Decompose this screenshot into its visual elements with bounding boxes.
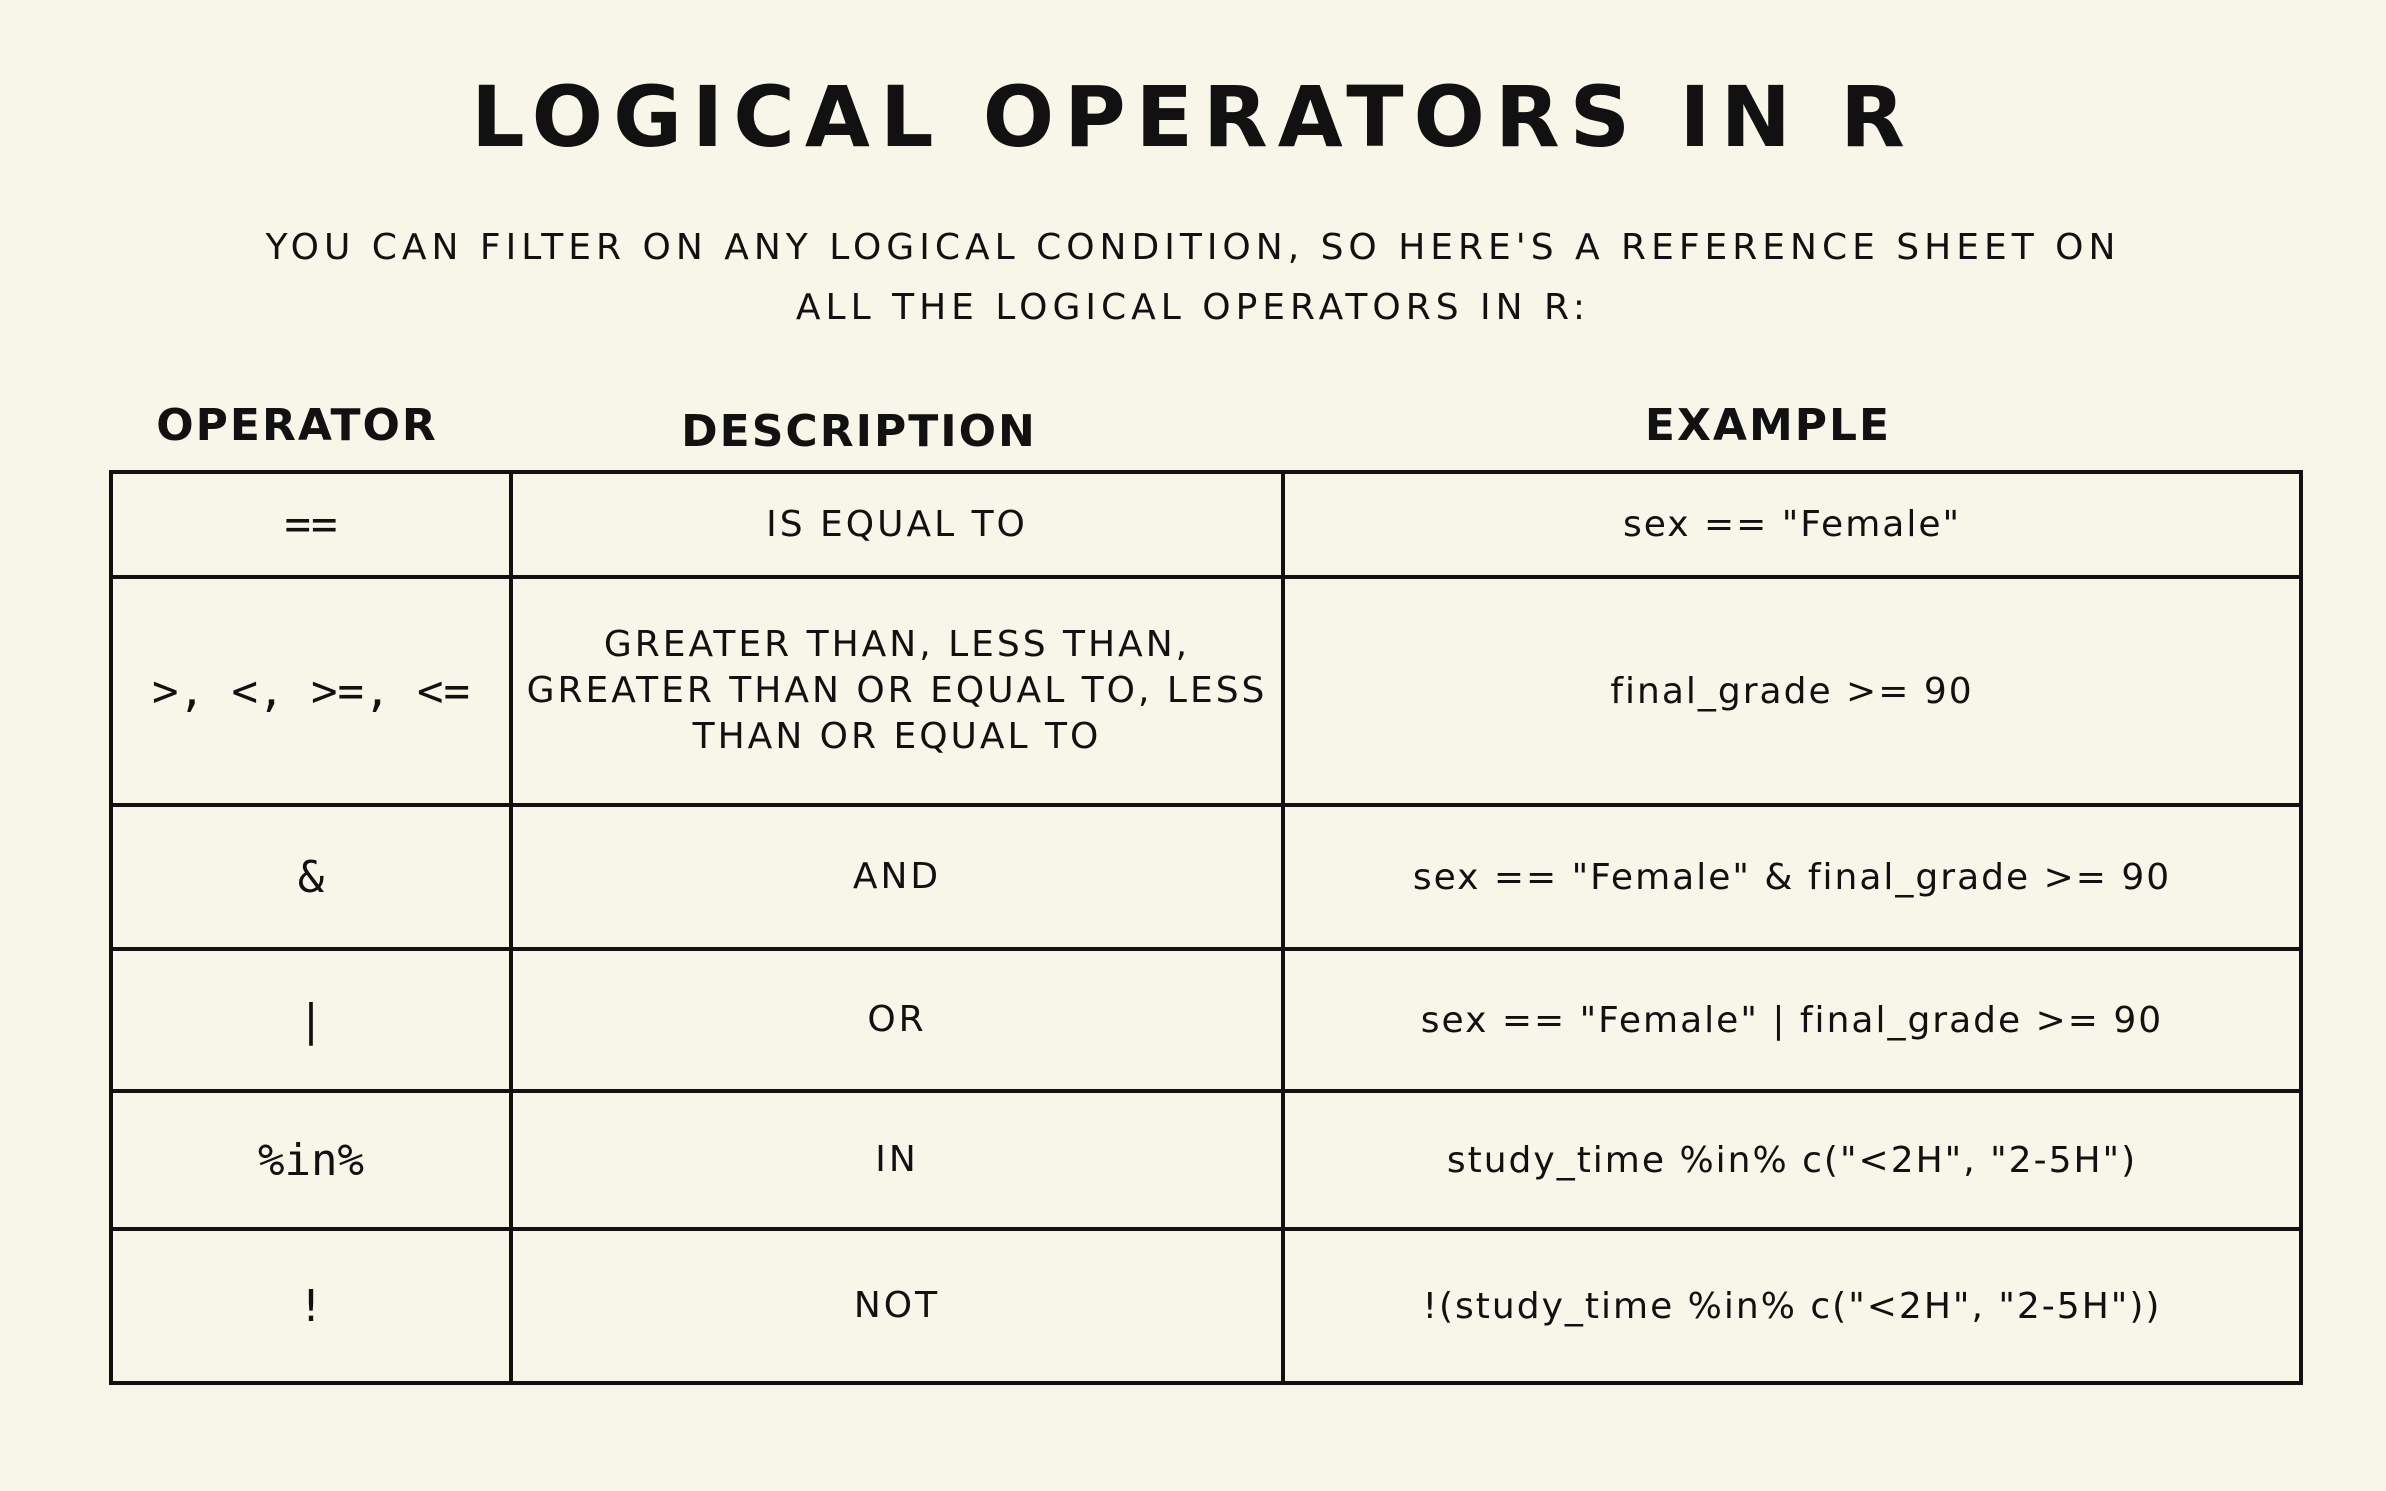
- table-row: >, <, >=, <= GREATER THAN, LESS THAN, GR…: [109, 575, 2303, 807]
- operator-cell: !: [109, 1227, 513, 1385]
- example-cell: sex == "Female" | final_grade >= 90: [1281, 947, 2303, 1093]
- example-cell: sex == "Female": [1281, 470, 2303, 579]
- table-row: == IS EQUAL TO sex == "Female": [109, 470, 2303, 579]
- description-cell: IS EQUAL TO: [509, 470, 1285, 579]
- operator-cell: %in%: [109, 1089, 513, 1231]
- example-cell: final_grade >= 90: [1281, 575, 2303, 807]
- table-row: ! NOT !(study_time %in% c("<2H", "2-5H")…: [109, 1227, 2303, 1385]
- column-headers: OPERATOR DESCRIPTION EXAMPLE: [109, 400, 2303, 470]
- header-example: EXAMPLE: [1644, 400, 1892, 451]
- table-row: %in% IN study_time %in% c("<2H", "2-5H"): [109, 1089, 2303, 1231]
- example-cell: sex == "Female" & final_grade >= 90: [1281, 803, 2303, 951]
- example-cell: !(study_time %in% c("<2H", "2-5H")): [1281, 1227, 2303, 1385]
- intro-line-2: ALL THE LOGICAL OPERATORS IN R:: [795, 287, 1591, 328]
- description-cell: IN: [509, 1089, 1285, 1231]
- header-operator: OPERATOR: [156, 400, 438, 451]
- operator-cell: &: [109, 803, 513, 951]
- operator-cell: ==: [109, 470, 513, 579]
- table-row: & AND sex == "Female" & final_grade >= 9…: [109, 803, 2303, 951]
- description-cell: AND: [509, 803, 1285, 951]
- description-cell: GREATER THAN, LESS THAN, GREATER THAN OR…: [509, 575, 1285, 807]
- intro-line-1: YOU CAN FILTER ON ANY LOGICAL CONDITION,…: [265, 227, 2121, 268]
- operator-cell: |: [109, 947, 513, 1093]
- example-cell: study_time %in% c("<2H", "2-5H"): [1281, 1089, 2303, 1231]
- description-cell: OR: [509, 947, 1285, 1093]
- page-title: LOGICAL OPERATORS IN R: [471, 68, 1915, 166]
- table-row: | OR sex == "Female" | final_grade >= 90: [109, 947, 2303, 1093]
- operator-cell: >, <, >=, <=: [109, 575, 513, 807]
- description-cell: NOT: [509, 1227, 1285, 1385]
- intro-text: YOU CAN FILTER ON ANY LOGICAL CONDITION,…: [0, 218, 2386, 338]
- header-description: DESCRIPTION: [681, 406, 1037, 457]
- operators-table: == IS EQUAL TO sex == "Female" >, <, >=,…: [109, 470, 2303, 1385]
